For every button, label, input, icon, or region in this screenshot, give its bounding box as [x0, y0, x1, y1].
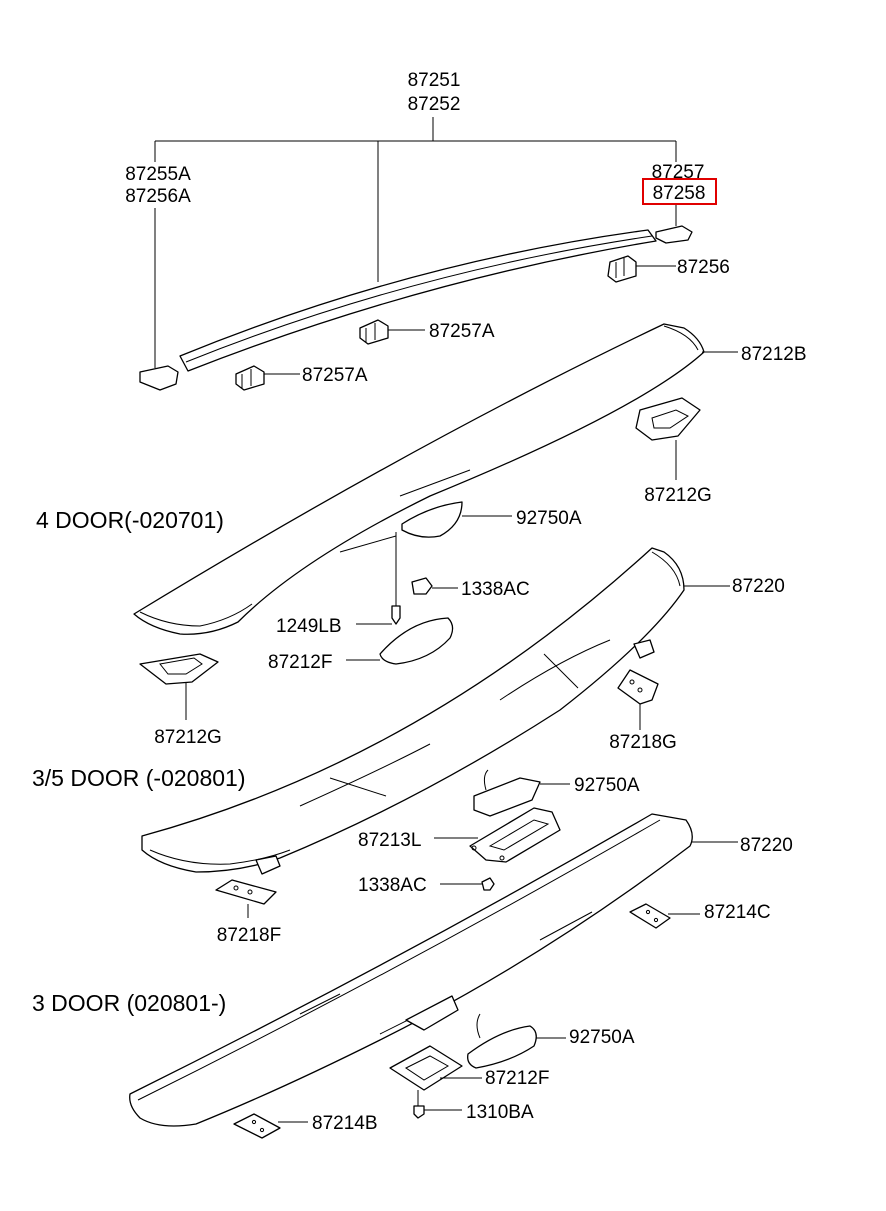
- molding-strip: [179, 229, 657, 372]
- section-35door: 3/5 DOOR (-020801): [32, 765, 245, 791]
- label-1310ba: 1310BA: [466, 1102, 534, 1123]
- label-87255a: 87255A: [125, 164, 191, 185]
- spoiler-87220-2: [129, 813, 693, 1127]
- pad-87212f-2: [389, 1045, 463, 1091]
- label-87214b: 87214B: [312, 1113, 378, 1134]
- boss-left: [255, 855, 281, 875]
- label-87251: 87251: [408, 70, 461, 91]
- label-87212f-2: 87212F: [485, 1068, 549, 1089]
- label-87212b: 87212B: [741, 344, 807, 365]
- label-87252: 87252: [408, 94, 461, 115]
- label-87212g-right: 87212G: [644, 485, 712, 506]
- lamp-92750a-3: [467, 1025, 537, 1069]
- pad-87212f-1: [379, 617, 454, 665]
- boss-right: [633, 639, 655, 659]
- label-1338ac-2: 1338AC: [358, 875, 427, 896]
- label-87218g: 87218G: [609, 732, 677, 753]
- label-87214c: 87214C: [704, 902, 771, 923]
- label-87212f-1: 87212F: [268, 652, 332, 673]
- label-87220-2: 87220: [740, 835, 793, 856]
- label-87257a-upper: 87257A: [429, 321, 495, 342]
- recess-3door: [405, 995, 459, 1031]
- spoiler-35door: [141, 547, 730, 918]
- section-headings: 4 DOOR(-020701) 3/5 DOOR (-020801) 3 DOO…: [32, 507, 245, 1016]
- screw-1310ba: [413, 1105, 425, 1119]
- housing-87213l: [469, 807, 561, 863]
- section-3door: 3 DOOR (020801-): [32, 990, 226, 1016]
- end-cap-left: [139, 365, 179, 391]
- highlight-box: [642, 178, 717, 205]
- label-92750a-1: 92750A: [516, 508, 582, 529]
- lamp-92750a-2: [473, 777, 541, 817]
- label-87257a-lower: 87257A: [302, 365, 368, 386]
- label-92750a-2: 92750A: [574, 775, 640, 796]
- clip-87256: [607, 255, 637, 283]
- spoiler-87220-1: [141, 547, 685, 873]
- clip-87257a-lower: [235, 365, 265, 391]
- bracket-87218g: [617, 669, 659, 705]
- screw-1249lb: [391, 605, 401, 625]
- pad-87214c: [629, 903, 671, 929]
- clip-87257a-upper: [359, 319, 389, 345]
- label-87257: 87257: [652, 162, 705, 183]
- part-labels: 87251 87252 87255A 87256A 87257 87258 87…: [125, 70, 806, 1134]
- label-92750a-3: 92750A: [569, 1027, 635, 1048]
- label-87218f: 87218F: [217, 925, 281, 946]
- pad-87212g-left: [139, 653, 219, 685]
- nut-1338ac-1: [411, 577, 433, 595]
- label-1338ac-1: 1338AC: [461, 579, 530, 600]
- nut-1338ac-2: [481, 877, 495, 891]
- label-87212g-left: 87212G: [154, 727, 222, 748]
- label-87258[interactable]: 87258: [653, 183, 706, 204]
- section-4door: 4 DOOR(-020701): [36, 507, 224, 533]
- spoiler-87212b: [133, 323, 705, 635]
- end-cap-right: [655, 225, 693, 244]
- spoiler-3door: [129, 813, 738, 1139]
- label-87220-1: 87220: [732, 576, 785, 597]
- label-87213l: 87213L: [358, 830, 421, 851]
- spoiler-4door: [133, 323, 738, 720]
- molding-assembly: [139, 117, 693, 391]
- label-87256: 87256: [677, 257, 730, 278]
- pad-87212g-right: [635, 397, 701, 441]
- bracket-87218f: [215, 879, 277, 905]
- lamp-92750a-1: [401, 501, 463, 538]
- label-87256a: 87256A: [125, 186, 191, 207]
- label-1249lb: 1249LB: [276, 616, 342, 637]
- pad-87214b: [233, 1113, 281, 1139]
